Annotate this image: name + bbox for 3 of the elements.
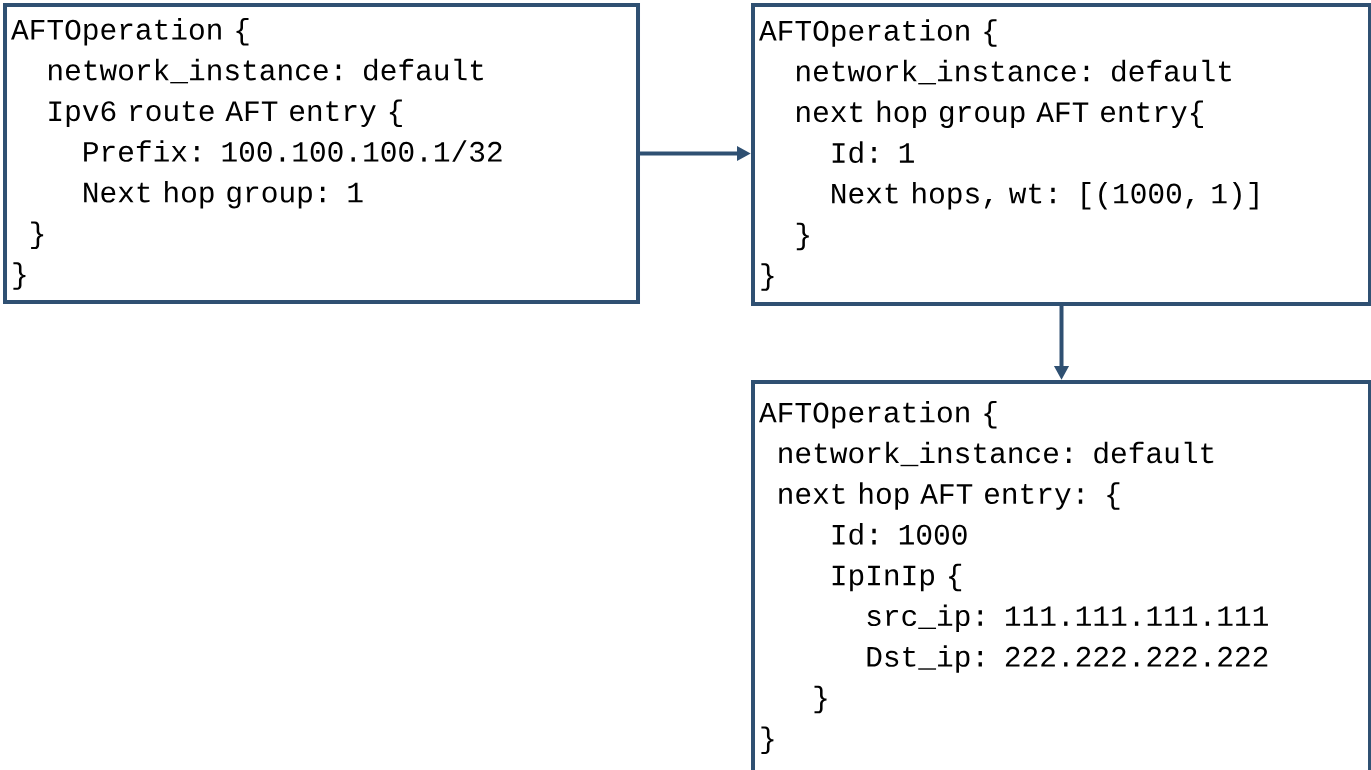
- code-box: AFTOperation { network_instance: default Ipv6 route AFT entry { Prefix: 100.100.100.1/32 Next hop group: 1 } }: [3, 3, 640, 304]
- code-box: AFTOperation { network_instance: default next hop AFT entry: { Id: 1000 IpInIp { src_ip: 111.111.111.111 Dst_ip: 222.222.222.222 } }: [751, 380, 1371, 770]
- code-box: AFTOperation { network_instance: default next hop group AFT entry{ Id: 1 Next hops, wt: [(1000, 1)] } }: [751, 3, 1371, 306]
